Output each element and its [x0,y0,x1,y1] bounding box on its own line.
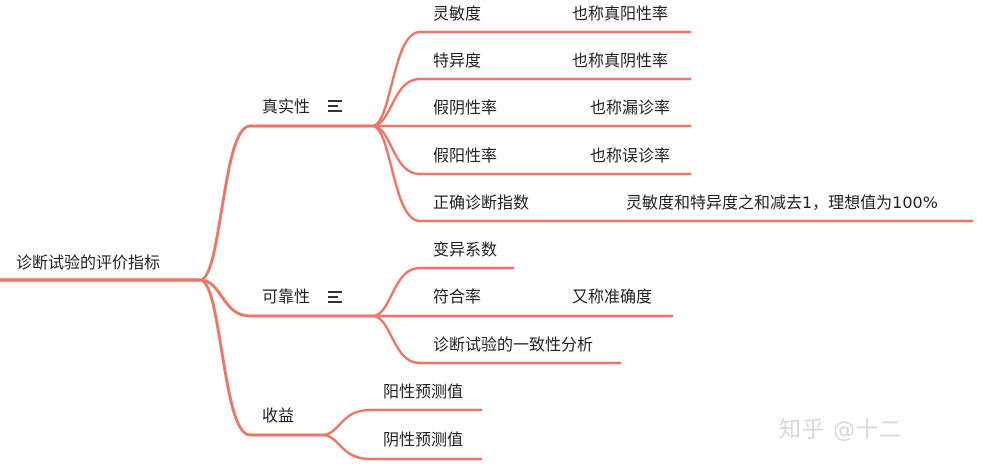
branch-connector [198,278,252,318]
leaf-note: 又称准确度 [572,287,653,306]
leaf-note: 也称漏诊率 [590,98,671,117]
leaf-note: 也称误诊率 [590,146,671,165]
leaf-connector [370,124,974,223]
leaf-label: 变异系数 [433,240,498,259]
note-icon[interactable] [328,100,342,112]
branch-label-benefit: 收益 [262,406,295,425]
leaf-note: 也称真阴性率 [572,51,669,70]
branch-label-reliability: 可靠性 [262,287,311,306]
leaf-label: 假阴性率 [433,98,498,117]
leaf-note: 灵敏度和特异度之和减去1，理想值为100% [626,193,938,212]
leaf-label: 阴性预测值 [383,430,464,449]
leaf-note: 也称真阳性率 [572,4,669,23]
leaf-label: 特异度 [433,51,482,70]
leaf-label: 阳性预测值 [383,382,464,401]
leaf-label: 灵敏度 [433,4,482,23]
leaf-label: 正确诊断指数 [433,193,530,212]
leaf-connector [370,30,692,128]
branch-label-authenticity: 真实性 [262,97,311,116]
leaf-label: 假阳性率 [433,146,498,165]
leaf-connector [370,314,622,365]
branch-connector [198,278,252,437]
leaf-connector [370,266,515,318]
branch-connector [198,124,252,282]
leaf-connector [320,433,483,461]
leaf-label: 符合率 [433,287,482,306]
note-icon[interactable] [328,291,342,303]
leaf-label: 诊断试验的一致性分析 [433,335,594,354]
root-node-label: 诊断试验的评价指标 [16,253,161,272]
watermark: 知乎 @十二 [779,418,902,443]
leaf-connector [320,408,483,437]
leaf-connector [370,77,692,128]
